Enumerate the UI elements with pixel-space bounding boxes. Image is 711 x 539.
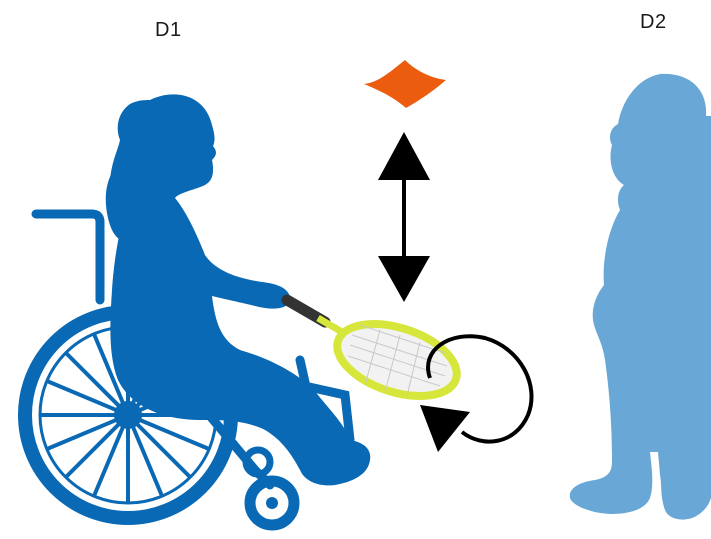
double-headed-vertical-arrow-icon xyxy=(378,132,430,302)
label-d1: D1 xyxy=(155,19,182,42)
wheelchair-user-icon xyxy=(25,94,370,525)
standing-child-icon xyxy=(570,74,711,520)
child-d1-body xyxy=(110,94,371,485)
label-d2: D2 xyxy=(640,11,667,34)
beanbag-icon xyxy=(364,60,446,108)
